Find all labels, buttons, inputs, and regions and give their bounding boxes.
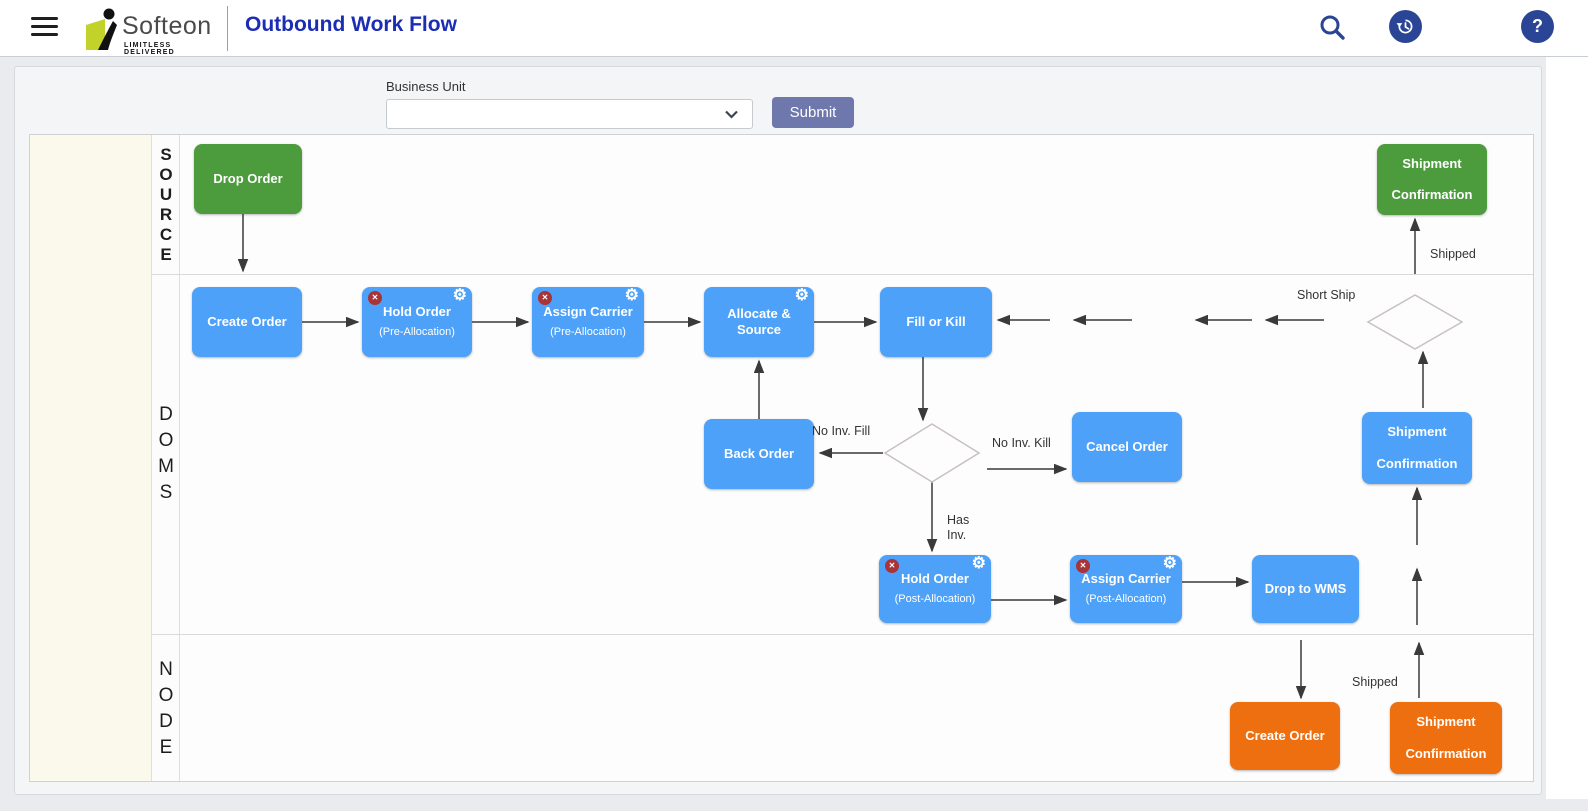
flow-node-sublabel: (Pre-Allocation) (550, 326, 626, 338)
flow-node-label: Drop Order (213, 171, 283, 186)
brand-logo: Softeon LIMITLESS DELIVERED (84, 6, 211, 56)
settings-gear-icon[interactable]: ⚙ (794, 287, 809, 304)
flow-node-label: Allocate & (727, 306, 791, 321)
flow-node-label: Assign Carrier (543, 304, 633, 319)
search-icon[interactable] (1317, 12, 1349, 44)
flow-node-label: Fill or Kill (906, 314, 966, 329)
remove-icon[interactable]: ✕ (1076, 559, 1090, 573)
short-ship-label: Short Ship (1297, 288, 1356, 302)
flow-node-label: Cancel Order (1086, 439, 1168, 454)
flow-left-gutter (30, 135, 152, 781)
business-unit-select[interactable] (386, 99, 753, 129)
chevron-down-icon (725, 110, 738, 119)
flow-node-sublabel: (Post-Allocation) (1085, 593, 1167, 605)
no-inv-kill-label: No Inv. Kill (992, 436, 1051, 450)
flow-node-label: Create Order (207, 314, 287, 329)
softeon-logo-icon (86, 8, 117, 50)
main-panel: Business Unit Submit S O U R C E D O M S N… (14, 66, 1542, 795)
flow-node-back-order[interactable]: Back Order (704, 419, 814, 489)
flow-node-label: Hold Order (383, 304, 451, 319)
flow-node-label: Back Order (723, 446, 795, 461)
header-divider (227, 6, 228, 51)
lane-label-doms: D O M S (158, 404, 174, 503)
submit-button[interactable]: Submit (772, 97, 854, 128)
flow-node-label: Shipment (1387, 424, 1447, 439)
flow-node-allocate-and-source[interactable]: Allocate &Source ⚙ (704, 287, 814, 357)
lane-label-source: S O U R C E (159, 144, 173, 264)
flow-node-hold-order-post[interactable]: Hold Order (Post-Allocation) ✕ ⚙ (879, 555, 991, 623)
flow-node-create-order-doms[interactable]: Create Order (192, 287, 302, 357)
flow-node-hold-order-pre[interactable]: Hold Order (Pre-Allocation) ✕ ⚙ (362, 287, 472, 357)
page-title: Outbound Work Flow (245, 13, 457, 36)
flow-node-label: Source (736, 322, 782, 337)
settings-gear-icon[interactable]: ⚙ (452, 287, 467, 304)
business-unit-label: Business Unit (386, 79, 466, 94)
right-gutter (1546, 57, 1588, 799)
flow-node-label: Confirmation (1391, 187, 1473, 202)
brand-tagline: LIMITLESS DELIVERED (124, 42, 175, 56)
lane-border-doms (152, 274, 1533, 275)
no-inv-fill-label: No Inv. Fill (812, 424, 871, 438)
remove-icon[interactable]: ✕ (885, 559, 899, 573)
flow-node-label: Drop to WMS (1264, 581, 1347, 596)
help-glyph: ? (1532, 16, 1543, 36)
flow-node-assign-carrier-pre[interactable]: Assign Carrier (Pre-Allocation) ✕ ⚙ (532, 287, 644, 357)
settings-gear-icon[interactable]: ⚙ (1162, 555, 1177, 572)
lane-border-node (152, 634, 1533, 635)
flow-node-assign-carrier-post[interactable]: Assign Carrier (Post-Allocation) ✕ ⚙ (1070, 555, 1182, 623)
flow-node-cancel-order[interactable]: Cancel Order (1072, 412, 1182, 482)
brand-name: Softeon (122, 12, 212, 40)
flow-node-fill-or-kill[interactable]: Fill or Kill (880, 287, 992, 357)
short-ship-decision (1366, 294, 1464, 350)
flow-node-sublabel: (Post-Allocation) (894, 593, 976, 605)
lane-label-column (152, 135, 180, 781)
app-header: Softeon LIMITLESS DELIVERED Outbound Wor… (0, 0, 1588, 57)
has-inv-label: Has Inv. (947, 513, 970, 542)
flow-node-sublabel: (Pre-Allocation) (379, 326, 455, 338)
menu-icon[interactable] (31, 17, 58, 39)
flow-node-label: Confirmation (1405, 746, 1487, 761)
history-icon[interactable] (1389, 10, 1422, 43)
shipped-node-label: Shipped (1352, 675, 1398, 689)
flow-node-label: Create Order (1245, 728, 1325, 743)
remove-icon[interactable]: ✕ (538, 291, 552, 305)
settings-gear-icon[interactable]: ⚙ (624, 287, 639, 304)
flow-node-label: Shipment (1402, 156, 1462, 171)
flow-node-label: Shipment (1416, 714, 1476, 729)
shipped-source-label: Shipped (1430, 247, 1476, 261)
flow-node-label: Confirmation (1376, 456, 1458, 471)
flow-node-create-order-node[interactable]: Create Order (1230, 702, 1340, 770)
inventory-decision (883, 423, 981, 483)
settings-gear-icon[interactable]: ⚙ (971, 555, 986, 572)
flow-node-label: Assign Carrier (1081, 571, 1171, 586)
help-icon[interactable]: ? (1521, 10, 1554, 43)
remove-icon[interactable]: ✕ (368, 291, 382, 305)
flow-node-drop-to-wms[interactable]: Drop to WMS (1252, 555, 1359, 623)
flow-node-label: Hold Order (901, 571, 969, 586)
flow-node-drop-order[interactable]: Drop Order (194, 144, 302, 214)
lane-label-node: N O D E (158, 658, 174, 758)
